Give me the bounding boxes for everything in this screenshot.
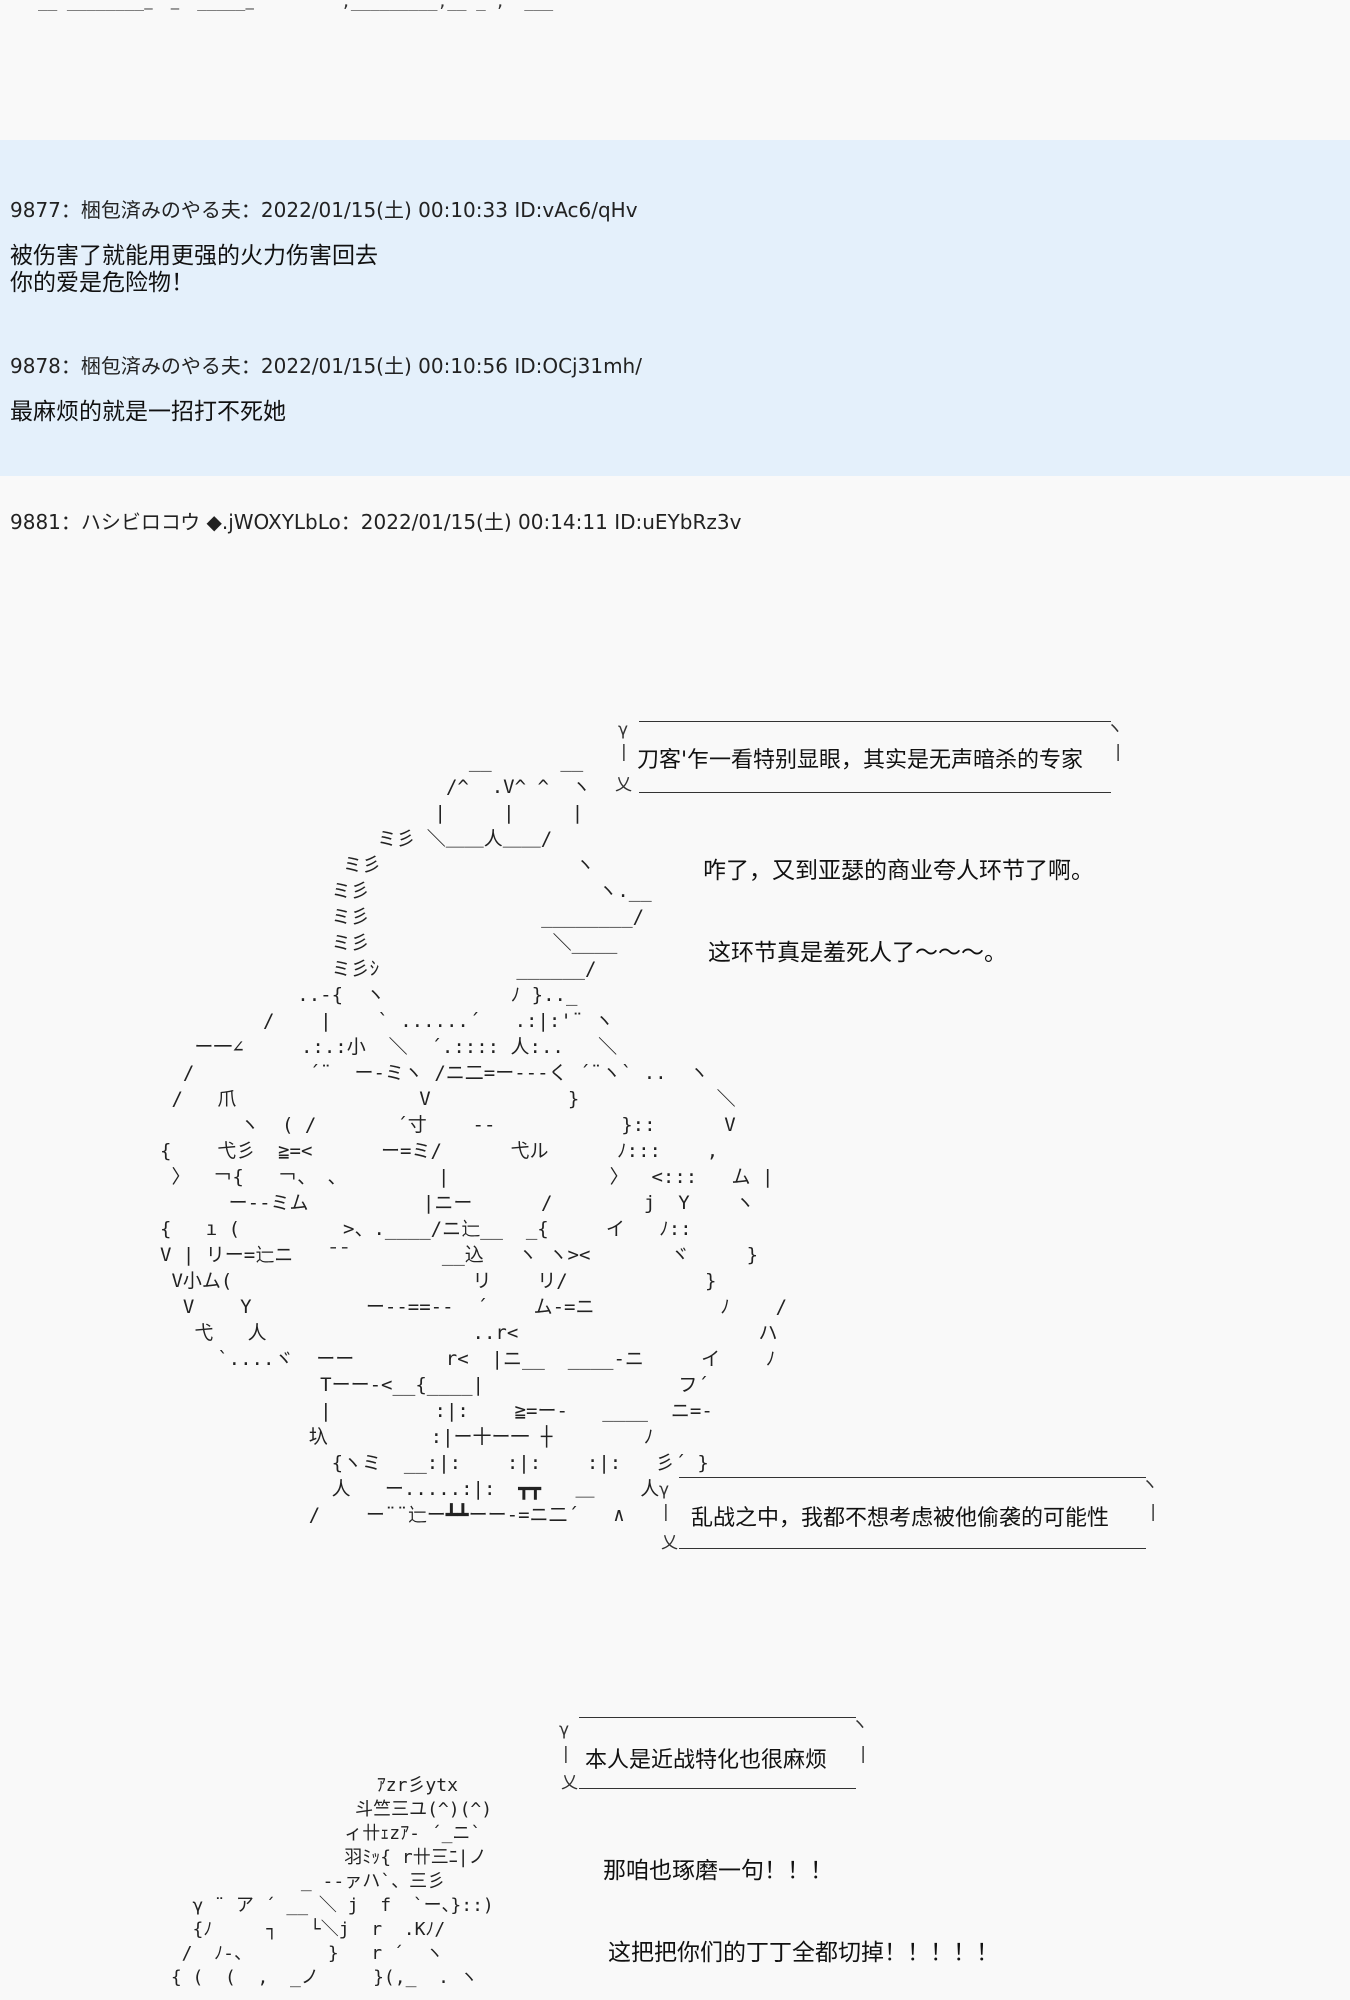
bubble-end-glyph: 乂: [661, 1533, 678, 1553]
speech-bubble-3: γ ヽ | | 乂 本人是近战特化也很麻烦: [555, 1708, 870, 1794]
bubble-top-line: [579, 1717, 856, 1718]
bubble-start-glyph: γ: [659, 1480, 670, 1500]
bubble-open-glyph: ヽ: [1106, 719, 1123, 739]
ascii-art-figure-2: ｱzr彡ytx 斗竺三ユ(^)(^) ィ卄ｪzｱ- ´_ニ` 羽ﾐｯ{ r卄三ﾆ…: [170, 1775, 494, 1988]
bubble-top-line: [679, 1477, 1146, 1478]
dialogue-line-4: 这把把你们的丁丁全都切掉！！！！！: [608, 1940, 999, 1966]
post-header-9877: 9877：梱包済みのやる夫：2022/01/15(土) 00:10:33 ID:…: [10, 198, 638, 222]
bubble-end-glyph: 乂: [561, 1773, 578, 1793]
bubble-bottom-line: [639, 792, 1111, 793]
speech-bubble-1: γ ヽ | | 乂 刀客'乍一看特别显眼，其实是无声暗杀的专家: [615, 712, 1125, 798]
dialogue-line-2: 这环节真是羞死人了～～～。: [708, 940, 1007, 966]
bubble-left-bar: |: [563, 1744, 569, 1764]
post-body-9878: 最麻烦的就是一招打不死她: [10, 399, 286, 426]
speech-bubble-2: γ ヽ | | 乂 乱战之中，我都不想考虑被他偷袭的可能性: [655, 1468, 1160, 1554]
dialogue-line-3: 那咱也琢磨一句！！！: [603, 1858, 833, 1884]
highlighted-posts-block: [0, 140, 1350, 476]
bubble-text: 乱战之中，我都不想考虑被他偷袭的可能性: [691, 1506, 1110, 1531]
bubble-bottom-line: [679, 1548, 1146, 1549]
bubble-end-glyph: 乂: [615, 775, 632, 795]
bubble-open-glyph: ヽ: [1141, 1475, 1158, 1495]
post-header-9878: 9878：梱包済みのやる夫：2022/01/15(土) 00:10:56 ID:…: [10, 354, 642, 378]
dialogue-line-1: 咋了，又到亚瑟的商业夸人环节了啊。: [703, 858, 1094, 884]
post-body-9877: 被伤害了就能用更强的火力伤害回去 你的爱是危险物！: [10, 243, 378, 297]
bubble-right-bar: |: [1150, 1502, 1156, 1522]
post-line: 被伤害了就能用更强的火力伤害回去: [10, 243, 378, 269]
post-line: 你的爱是危险物！: [10, 270, 194, 296]
bubble-text: 本人是近战特化也很麻烦: [585, 1748, 828, 1773]
ascii-art-fragment: ﾞ__ _________ﾞ _ﾞ ______ﾞ ﾞ,_________,__…: [30, 0, 554, 11]
previous-post-fragment: ﾞ__ _________ﾞ _ﾞ ______ﾞ ﾞ,_________,__…: [0, 0, 1350, 140]
bubble-start-glyph: γ: [559, 1720, 570, 1740]
bubble-start-glyph: γ: [618, 720, 629, 740]
bubble-left-bar: |: [621, 742, 627, 762]
bubble-text: 刀客'乍一看特别显眼，其实是无声暗杀的专家: [637, 748, 1084, 773]
ascii-art-figure-1: __ __ /^ .V^ ^ ヽ | | | ミ彡 ＼＿＿人＿＿/ ミ彡 ヽ ミ…: [160, 750, 788, 1526]
bubble-right-bar: |: [860, 1744, 866, 1764]
bubble-top-line: [639, 721, 1111, 722]
post-header-9881: 9881：ハシビロコウ ◆.jWOXYLbLo：2022/01/15(土) 00…: [10, 510, 742, 534]
bubble-open-glyph: ヽ: [851, 1715, 868, 1735]
post-line: 最麻烦的就是一招打不死她: [10, 399, 286, 425]
bubble-right-bar: |: [1115, 742, 1121, 762]
bubble-left-bar: |: [663, 1502, 669, 1522]
bubble-bottom-line: [579, 1788, 856, 1789]
